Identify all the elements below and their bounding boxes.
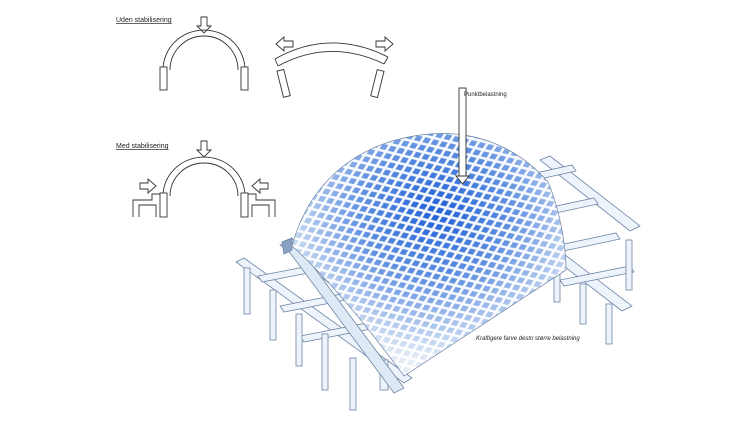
- arrow-left-icon: [275, 36, 294, 52]
- point-load-label: Punktbelastning: [464, 92, 507, 98]
- arch-spreading: [274, 42, 389, 99]
- arrow-right-icon: [139, 178, 157, 194]
- arrow-down-icon: [195, 140, 213, 158]
- section-without-stabilization: Uden stabilisering: [116, 16, 394, 99]
- gridshell-structure: Punktbelastning Kraftigere farve desto s…: [235, 87, 641, 411]
- title-without-stabilization: Uden stabilisering: [116, 17, 172, 24]
- shell-outline: [291, 133, 567, 377]
- arch-unstabilized: [159, 29, 249, 91]
- title-with-stabilization: Med stabilisering: [116, 143, 169, 150]
- section-with-stabilization: Med stabilisering: [116, 140, 276, 218]
- arch-stabilized: [132, 156, 276, 218]
- arrow-left-icon: [251, 178, 269, 194]
- arrow-right-icon: [375, 36, 394, 52]
- point-load-column: [455, 87, 470, 185]
- arrow-down-icon: [195, 16, 213, 34]
- legend-note: Kraftigere farve desto større belastning: [476, 336, 580, 342]
